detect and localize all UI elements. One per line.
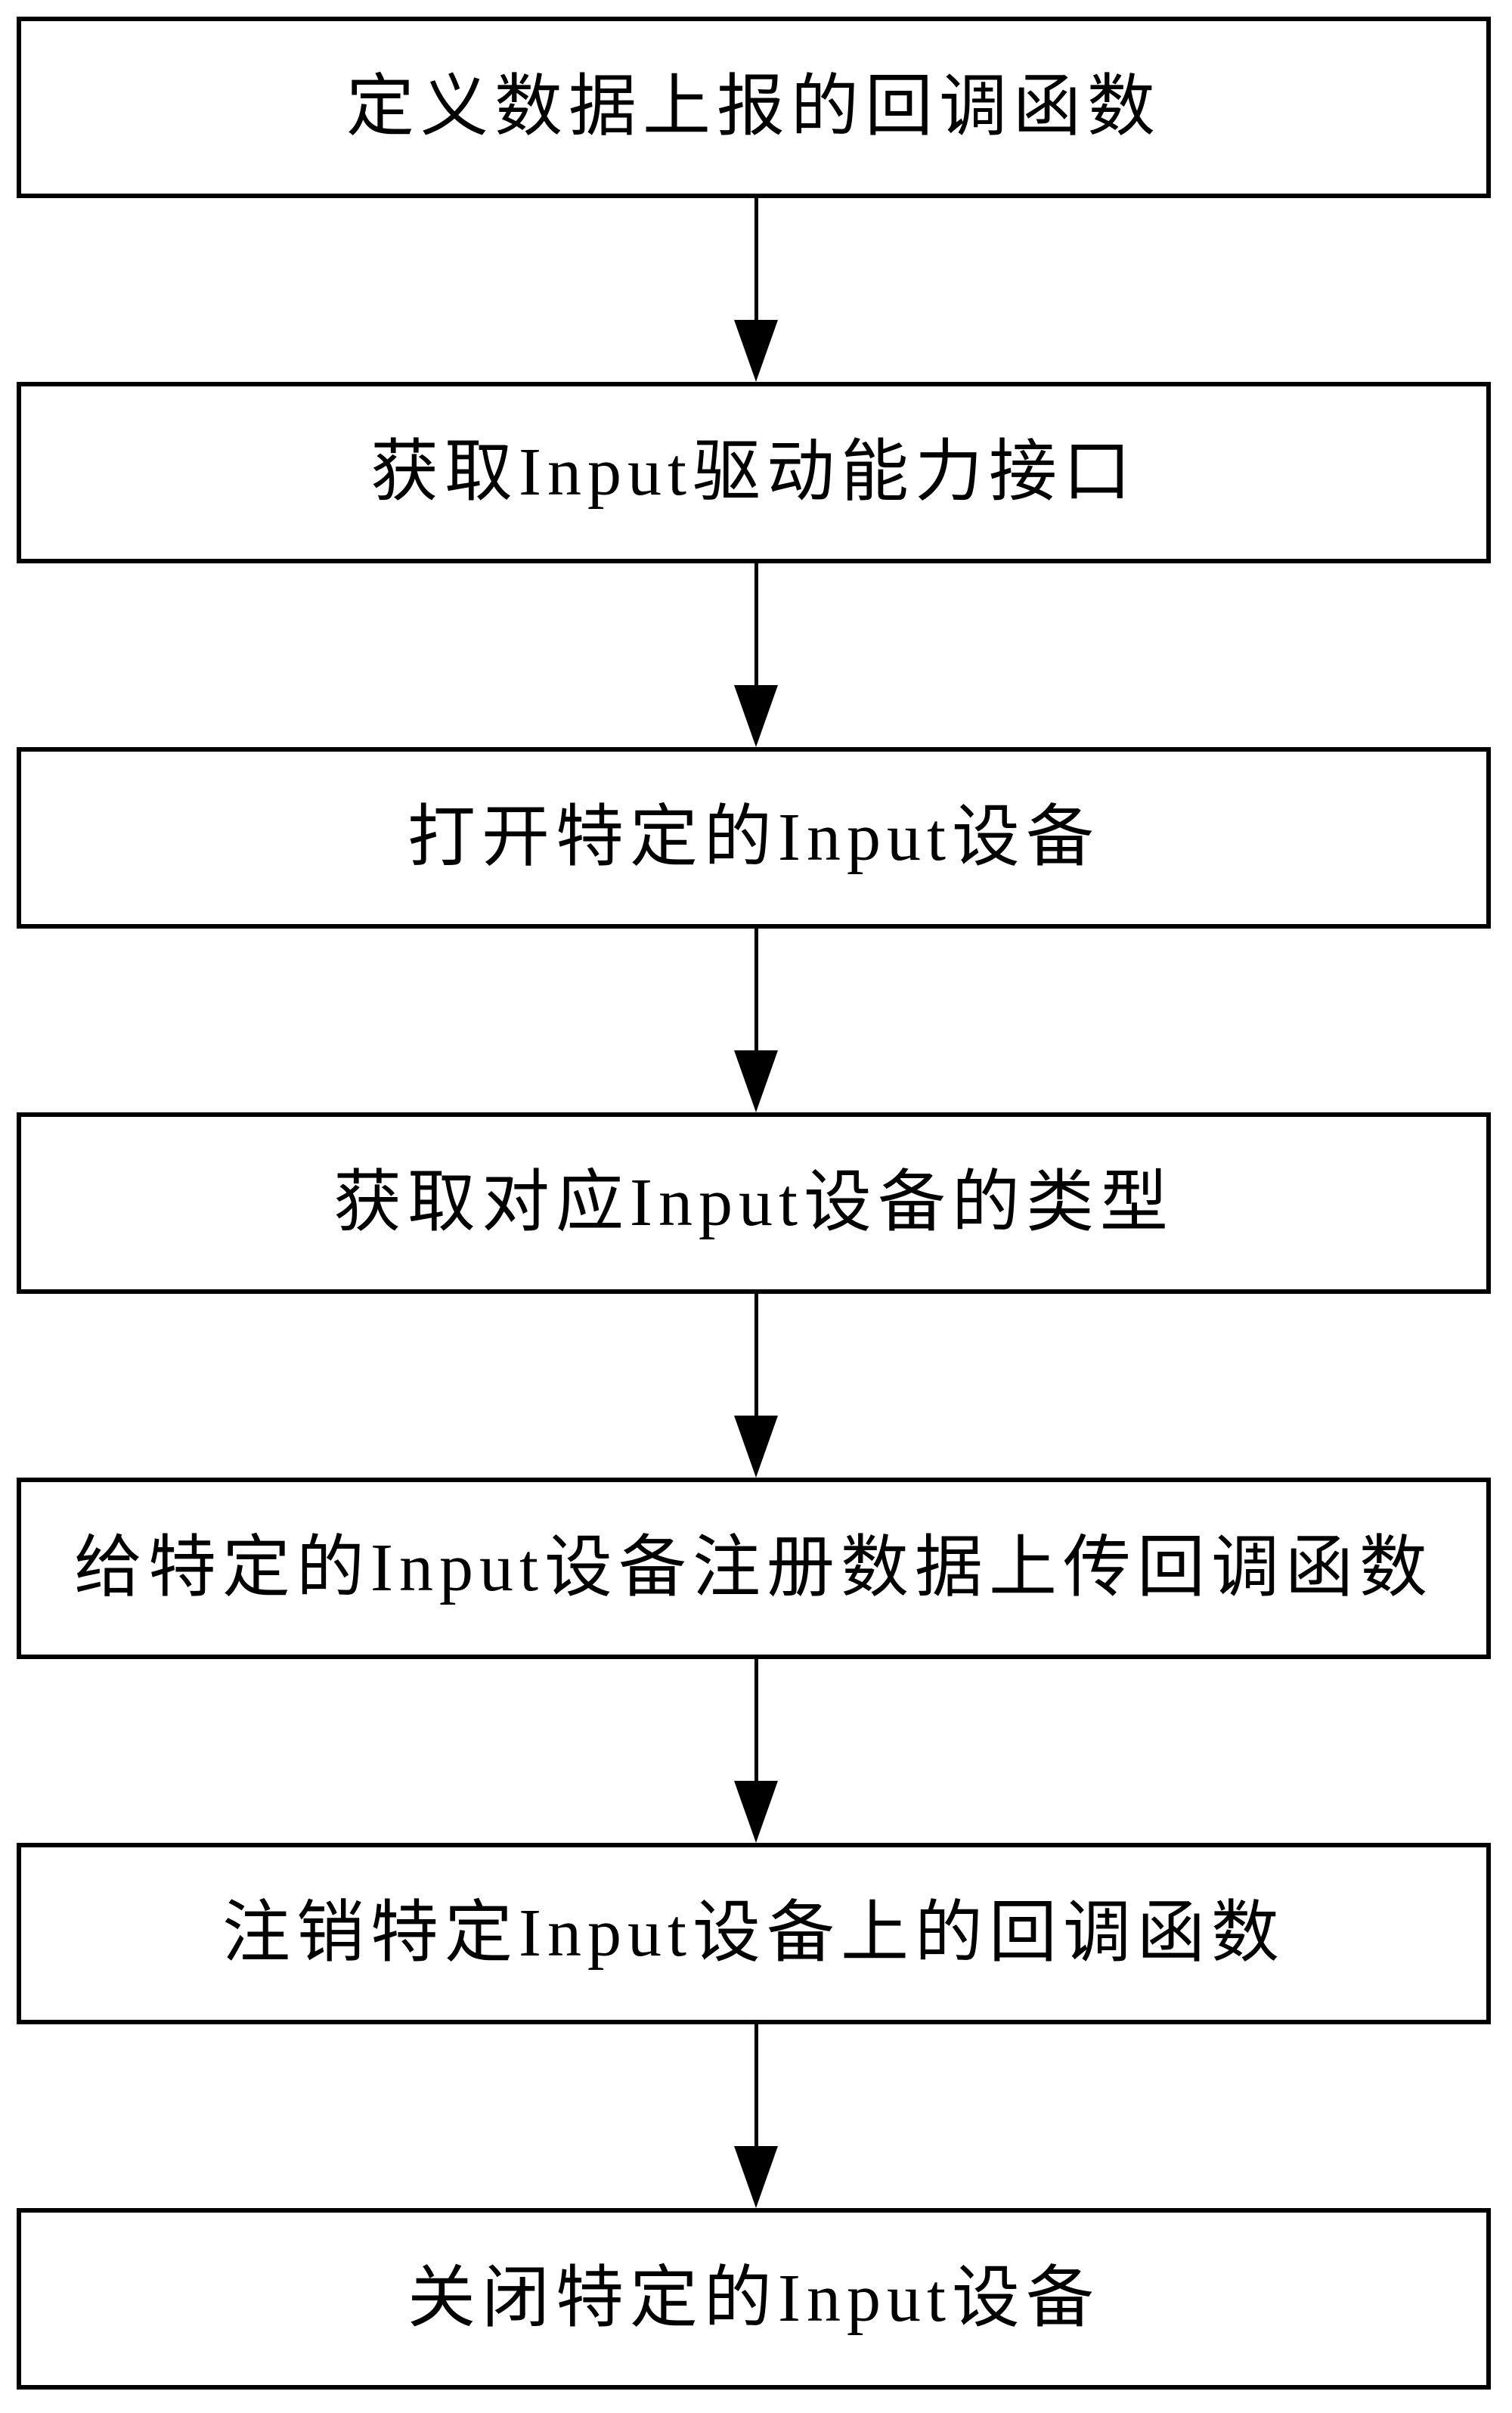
flow-step-label: 定义数据上报的回调函数 bbox=[346, 70, 1161, 144]
arrow-line bbox=[754, 929, 758, 1050]
flow-connector bbox=[733, 1659, 779, 1843]
arrow-line bbox=[754, 198, 758, 320]
flow-step-label: 获取对应Input设备的类型 bbox=[333, 1165, 1174, 1240]
flow-step: 打开特定的Input设备 bbox=[17, 747, 1491, 929]
arrow-line bbox=[754, 1294, 758, 1416]
flow-step-label: 注销特定Input设备上的回调函数 bbox=[222, 1896, 1285, 1971]
flow-step: 定义数据上报的回调函数 bbox=[17, 17, 1491, 198]
arrow-down-icon bbox=[734, 1050, 778, 1112]
flow-step: 关闭特定的Input设备 bbox=[17, 2208, 1491, 2390]
arrow-down-icon bbox=[734, 685, 778, 747]
flow-connector bbox=[733, 198, 779, 382]
arrow-down-icon bbox=[734, 1781, 778, 1843]
flow-connector bbox=[733, 929, 779, 1112]
arrow-down-icon bbox=[734, 320, 778, 382]
arrow-line bbox=[754, 563, 758, 685]
flow-connector bbox=[733, 2024, 779, 2208]
flow-step: 注销特定Input设备上的回调函数 bbox=[17, 1843, 1491, 2024]
arrow-line bbox=[754, 2024, 758, 2146]
flow-connector bbox=[733, 563, 779, 747]
flow-step-label: 给特定的Input设备注册数据上传回调函数 bbox=[74, 1531, 1433, 1605]
flow-step-label: 关闭特定的Input设备 bbox=[407, 2261, 1100, 2336]
flow-step: 获取Input驱动能力接口 bbox=[17, 382, 1491, 563]
arrow-line bbox=[754, 1659, 758, 1781]
arrow-down-icon bbox=[734, 1416, 778, 1478]
arrow-down-icon bbox=[734, 2146, 778, 2208]
flow-step: 获取对应Input设备的类型 bbox=[17, 1112, 1491, 1294]
flow-step-label: 获取Input驱动能力接口 bbox=[370, 435, 1137, 510]
flow-step: 给特定的Input设备注册数据上传回调函数 bbox=[17, 1478, 1491, 1659]
flow-step-label: 打开特定的Input设备 bbox=[407, 800, 1100, 875]
flow-connector bbox=[733, 1294, 779, 1478]
